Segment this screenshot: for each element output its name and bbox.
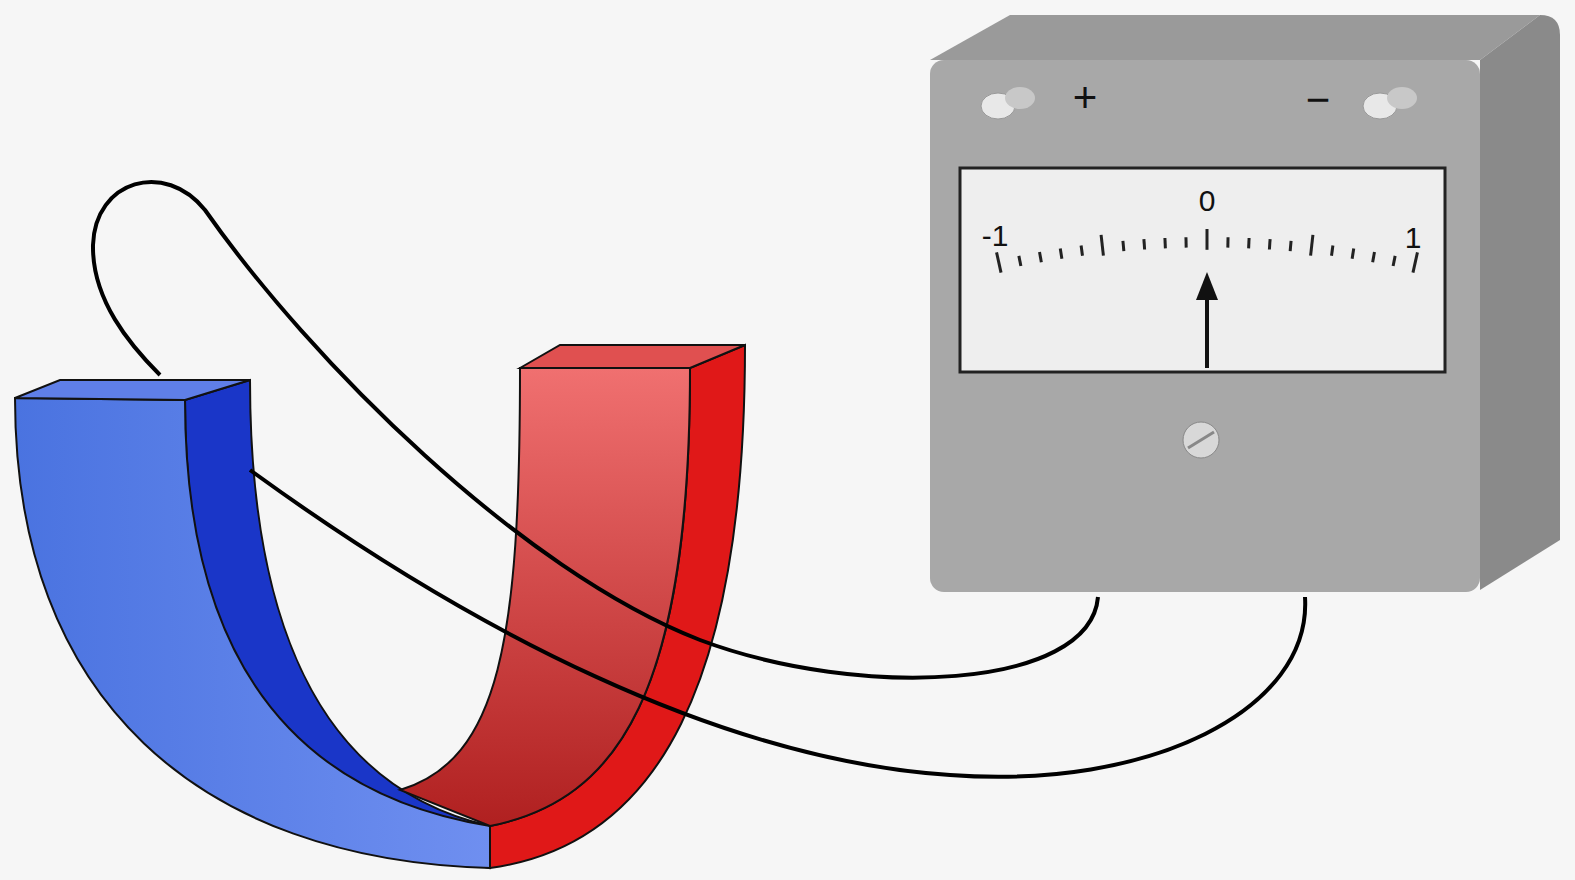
terminal [1387, 87, 1417, 109]
scale-tick [1101, 235, 1103, 256]
scale-tick [1393, 256, 1395, 266]
scale-tick [1332, 245, 1333, 255]
scale-tick [1019, 256, 1021, 266]
scale-tick [1163, 238, 1166, 248]
terminal-sign: − [1306, 79, 1331, 121]
scale-tick [1311, 235, 1313, 256]
wire-loop [93, 182, 1305, 777]
scale-tick [1268, 239, 1272, 249]
scale-tick [1040, 252, 1042, 262]
scale-tick [1206, 229, 1209, 250]
wire [250, 470, 1305, 777]
magnet-top-blue [15, 380, 250, 400]
scale-number: -1 [982, 221, 1009, 251]
needle-head [1196, 272, 1218, 300]
scale-tick [1289, 241, 1293, 251]
scale-tick [1352, 248, 1354, 258]
screw-slot [1188, 432, 1214, 448]
meter-front [930, 60, 1480, 592]
meter-top [930, 15, 1540, 60]
scale-tick [1121, 241, 1125, 251]
scale-tick [1081, 245, 1082, 255]
horseshoe-magnet [15, 345, 745, 868]
scale-tick [1142, 239, 1146, 249]
meter-side [1480, 15, 1560, 590]
scale-tick [1184, 237, 1187, 247]
scale-number: 0 [1199, 186, 1216, 216]
zero-screw [1183, 422, 1219, 458]
needle [1205, 298, 1209, 368]
magnet-top-red [520, 345, 745, 368]
scale-ticks [997, 229, 1418, 273]
terminal [1005, 87, 1035, 109]
terminal-sign: + [1073, 77, 1098, 119]
galvanometer [930, 15, 1560, 592]
scale-tick [997, 252, 1001, 272]
scale-tick [1060, 248, 1062, 258]
scale-tick [1413, 252, 1417, 272]
scale-number: 1 [1405, 223, 1422, 253]
dial-window [960, 168, 1445, 372]
wire [93, 182, 1098, 678]
scale-tick [1373, 252, 1375, 262]
scale-tick [1226, 237, 1229, 247]
scale-tick [1247, 238, 1250, 248]
